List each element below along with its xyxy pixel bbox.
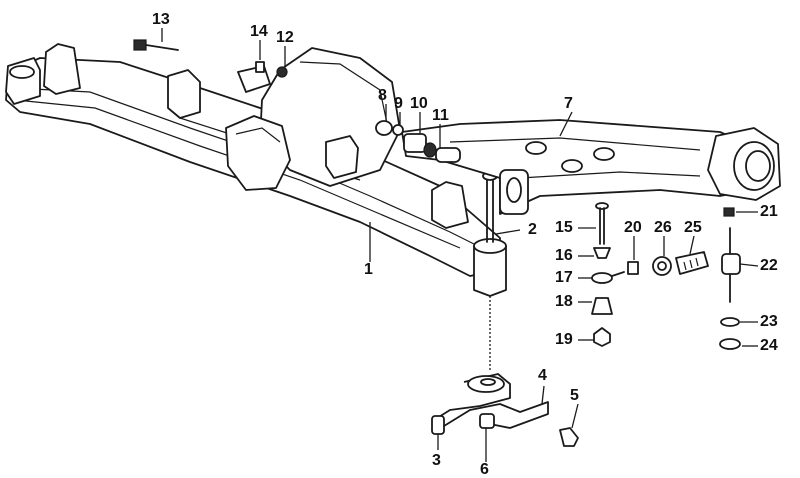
trailing-arm [401, 119, 781, 215]
callout-25: 25 [684, 219, 702, 236]
subframe-crossmember [5, 43, 507, 297]
callout-7: 7 [564, 95, 573, 112]
lower-bracket [431, 373, 579, 447]
callout-10: 10 [410, 95, 428, 112]
right-hardware [652, 207, 741, 350]
callout-5: 5 [570, 387, 579, 404]
callout-16: 16 [555, 247, 573, 264]
callout-11: 11 [432, 107, 449, 124]
leader-lines [161, 28, 759, 462]
bushing-hardware [375, 120, 461, 163]
callout-14: 14 [250, 23, 268, 40]
bolt-13-group [133, 39, 288, 78]
callout-15: 15 [555, 219, 573, 236]
callout-21: 21 [760, 203, 778, 220]
callout-17: 17 [555, 269, 573, 286]
callout-1: 1 [364, 261, 373, 278]
callout-22: 22 [760, 257, 778, 274]
callout-23: 23 [760, 313, 778, 330]
callout-18: 18 [555, 293, 573, 310]
callout-8: 8 [378, 87, 387, 104]
callout-4: 4 [538, 367, 547, 384]
callout-13: 13 [152, 11, 170, 28]
callout-2: 2 [528, 221, 537, 238]
callout-3: 3 [432, 452, 441, 469]
callout-20: 20 [624, 219, 642, 236]
callout-12: 12 [276, 29, 294, 46]
callout-19: 19 [555, 331, 573, 348]
callout-6: 6 [480, 461, 489, 478]
callout-9: 9 [394, 95, 403, 112]
lower-hardware [591, 202, 639, 347]
callout-26: 26 [654, 219, 672, 236]
callout-24: 24 [760, 337, 778, 354]
